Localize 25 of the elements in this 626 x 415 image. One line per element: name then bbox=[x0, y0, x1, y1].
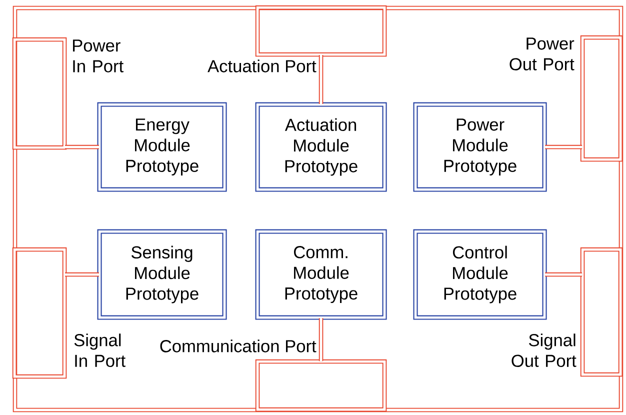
connector bbox=[318, 318, 324, 362]
port-box bbox=[580, 247, 623, 377]
port-box bbox=[580, 35, 623, 162]
connector bbox=[65, 144, 99, 150]
port-label: Power In Port bbox=[73, 40, 124, 72]
frame-box bbox=[12, 6, 624, 412]
connector bbox=[65, 272, 99, 277]
module-box: Actuation Module Prototype bbox=[255, 102, 387, 192]
connector bbox=[545, 144, 582, 150]
module-box: Sensing Module Prototype bbox=[97, 229, 227, 320]
port-box bbox=[12, 247, 67, 379]
port-box bbox=[12, 37, 67, 150]
connector bbox=[318, 55, 324, 104]
module-box: Power Module Prototype bbox=[413, 102, 547, 192]
module-box: Control Module Prototype bbox=[413, 229, 547, 320]
port-box bbox=[255, 5, 387, 57]
module-box: Energy Module Prototype bbox=[97, 102, 227, 192]
connector bbox=[545, 272, 582, 277]
port-box bbox=[255, 359, 387, 412]
port-label: Actuation Port bbox=[208, 60, 316, 72]
port-label: Power Out Port bbox=[510, 38, 574, 70]
port-label: Signal Out Port bbox=[512, 334, 576, 367]
port-label: Communication Port bbox=[160, 340, 316, 352]
port-label: Signal In Port bbox=[74, 334, 126, 367]
module-box: Comm. Module Prototype bbox=[255, 229, 387, 320]
